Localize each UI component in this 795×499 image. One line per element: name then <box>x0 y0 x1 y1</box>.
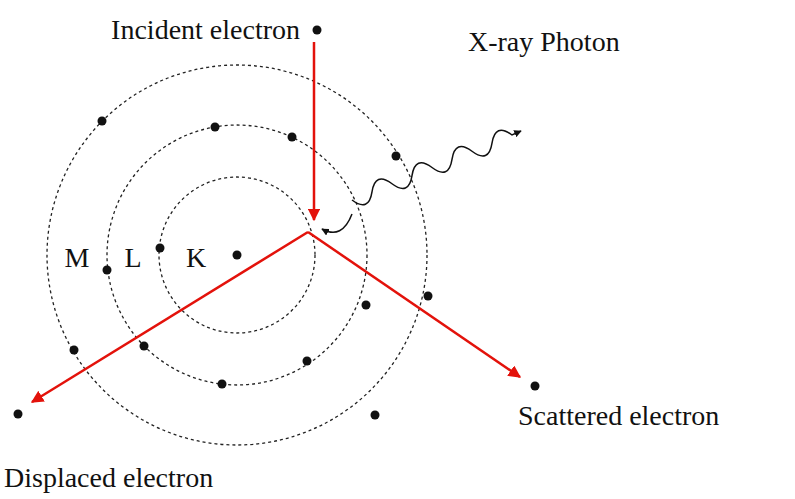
annotation-label: X-ray Photon <box>466 27 622 58</box>
l-shell <box>107 125 367 385</box>
nucleus <box>233 251 242 260</box>
shell-label: M <box>63 243 92 274</box>
photon-wave <box>352 130 521 205</box>
transition-arrow <box>322 214 352 232</box>
displaced-path <box>32 232 308 402</box>
scattered-path <box>308 232 520 377</box>
displaced-electron-dot <box>14 410 23 419</box>
shell-label: K <box>184 243 208 274</box>
annotation-label: Scattered electron <box>516 401 721 432</box>
annotation-label: Displaced electron <box>2 463 215 494</box>
incident-path <box>313 42 316 220</box>
m-shell <box>47 65 427 445</box>
shell-label: L <box>122 243 143 274</box>
incident-electron-dot <box>313 26 322 35</box>
scattered-electron-dot <box>531 382 540 391</box>
annotation-label: Incident electron <box>109 15 302 46</box>
